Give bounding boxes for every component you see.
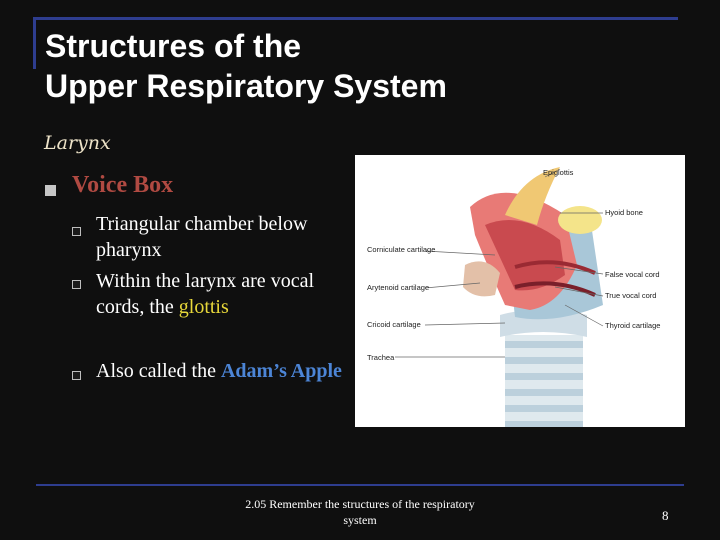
larynx-illustration: Epiglottis Hyoid bone Corniculate cartil… [355,155,685,427]
label-corniculate-cartilage: Corniculate cartilage [367,245,435,254]
footer-text: 2.05 Remember the structures of the resp… [245,497,475,527]
bullet-triangular-chamber: Triangular chamber below pharynx [96,213,308,261]
footer-rule [36,484,684,486]
epiglottis-drawing [505,167,560,225]
title-line-2: Upper Respiratory System [45,68,447,104]
label-cricoid-cartilage: Cricoid cartilage [367,320,421,329]
page-number: 8 [662,508,669,523]
bullet-adams-apple-text: Also called the [96,360,221,382]
hollow-square-bullet-icon [72,280,81,289]
hyoid-drawing [558,206,602,234]
bullet-adams-apple: Also called the Adam’s Apple [96,358,346,384]
label-epiglottis: Epiglottis [543,168,574,177]
adams-apple-highlight: Adam’s Apple [220,360,342,382]
hollow-square-bullet-icon [72,371,81,380]
bullet-heading: Voice Box [72,172,174,198]
title-top-rule [33,17,678,20]
hollow-square-bullet-icon [72,227,81,236]
trachea-drawing [505,335,583,427]
label-hyoid-bone: Hyoid bone [605,208,643,217]
slide-subtitle: Larynx [44,132,111,154]
label-true-vocal-cord: True vocal cord [605,291,656,300]
glottis-highlight: glottis [178,296,229,318]
label-arytenoid-cartilage: Arytenoid cartilage [367,283,429,292]
label-trachea: Trachea [367,353,395,362]
arytenoid-drawing [463,261,500,297]
bullet-vocal-cords-text: Within the larynx are vocal cords, the [96,270,314,318]
label-thyroid-cartilage: Thyroid cartilage [605,321,660,330]
slide-title: Structures of the Upper Respiratory Syst… [45,26,645,106]
bullet-vocal-cords: Within the larynx are vocal cords, the g… [96,268,346,320]
label-false-vocal-cord: False vocal cord [605,270,660,279]
title-line-1: Structures of the [45,28,302,64]
square-bullet-icon [45,185,56,196]
title-side-rule [33,17,36,69]
